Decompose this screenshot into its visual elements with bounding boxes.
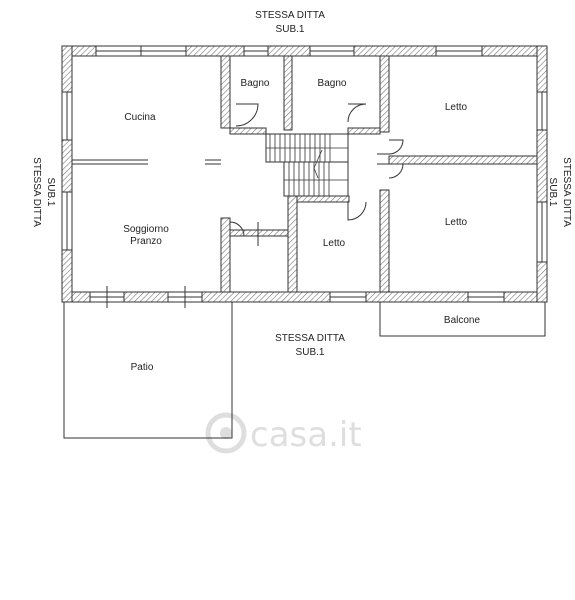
room-bagno-right-label: Bagno (318, 78, 347, 89)
staircase (265, 133, 349, 197)
balcone-label: Balcone (444, 315, 481, 326)
neighbor-right-line2: SUB.1 (547, 178, 558, 207)
window-frames (66, 46, 543, 308)
room-cucina-label: Cucina (124, 112, 156, 123)
neighbor-left-line2: SUB.1 (45, 178, 56, 207)
neighbor-bottom-line1: STESSA DITTA (275, 333, 345, 344)
neighbor-bottom-line2: SUB.1 (296, 347, 325, 358)
room-letto-right-label: Letto (445, 217, 468, 228)
outer-walls (61, 45, 548, 303)
watermark-logo: casa.it (205, 412, 362, 455)
room-letto-center-label: Letto (323, 238, 346, 249)
neighbor-top-line2: SUB.1 (276, 24, 305, 35)
stair-treads (266, 134, 348, 196)
neighbor-right-line1: STESSA DITTA (561, 157, 572, 227)
watermark-text: casa.it (250, 415, 362, 455)
room-letto-top-label: Letto (445, 102, 468, 113)
interior-walls (220, 55, 538, 293)
room-pranzo-label: Pranzo (130, 236, 162, 247)
neighbor-top-line1: STESSA DITTA (255, 10, 325, 21)
kitchen-partition (72, 159, 221, 165)
room-soggiorno-label: Soggiorno (123, 224, 169, 235)
room-bagno-left-label: Bagno (241, 78, 270, 89)
patio-label: Patio (131, 362, 154, 373)
neighbor-left-line1: STESSA DITTA (31, 157, 42, 227)
door-swings (229, 103, 404, 237)
